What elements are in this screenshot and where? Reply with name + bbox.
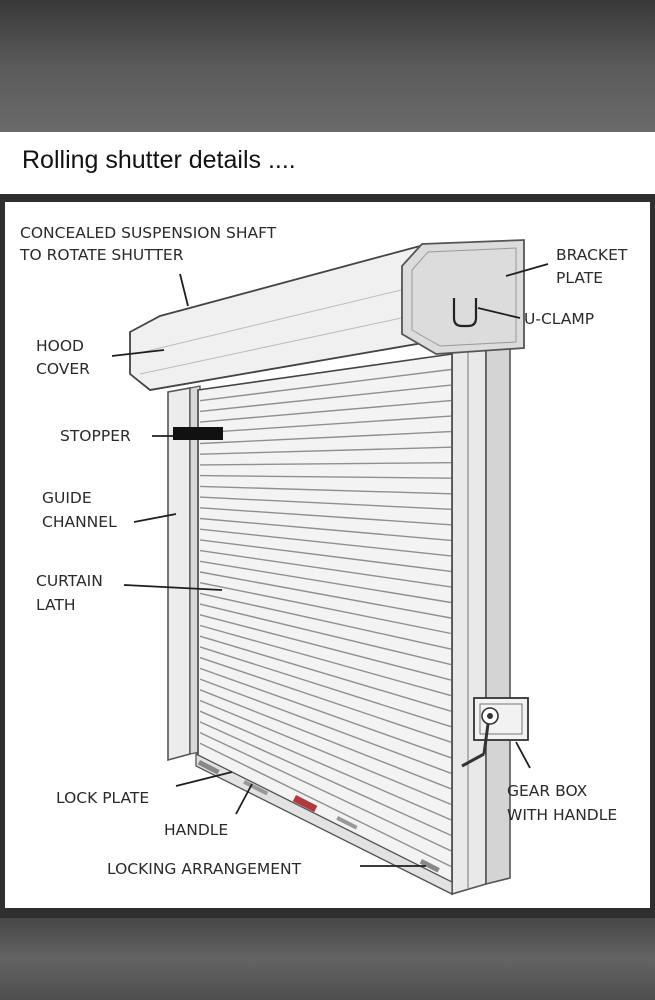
lath-slat-line [199,667,452,759]
label-shaft-line1: CONCEALED SUSPENSION SHAFT [20,224,277,242]
bottom-rail [195,752,453,896]
lath-slat-line [199,549,452,588]
label-shaft-line2: TO ROTATE SHUTTER [19,246,184,264]
label-curtain-line1: CURTAIN [36,572,103,590]
lath-slat-line [199,603,452,666]
lath-slat-line [199,656,452,743]
lath-slat-line [199,678,452,774]
u-clamp [452,298,478,328]
lath-slat-line [199,485,452,495]
post-caption: Rolling shutter details .... [22,146,296,174]
lath-slat-line [199,582,452,635]
gear-box [461,697,529,768]
lath-slat-line [199,624,452,697]
lath-slat-line [199,635,452,712]
lath-slat-line [199,560,452,604]
lath-slat-line [199,399,452,423]
leader-lines [111,263,549,867]
lath-slat-line [199,446,452,455]
label-bracket-line2: PLATE [556,269,603,287]
lath-slat-line [199,742,452,868]
label-guide-line1: GUIDE [42,489,92,507]
lath-slat-line [199,528,452,557]
top-blurred-band [0,0,655,132]
label-gearbox-line1: GEAR BOX [507,782,588,800]
left-guide-channel [167,385,201,762]
caption-bar [0,132,655,194]
label-hood-line2: COVER [36,360,90,378]
lath-slat-line [199,462,452,466]
curtain-lath-slats [199,368,452,868]
label-lock-plate: LOCK PLATE [56,789,149,807]
label-curtain-line2: LATH [36,596,76,614]
bottom-blurred-band [0,918,655,1000]
lath-slat-line [199,721,452,837]
lath-slat-line [199,731,452,852]
lath-slat-line [199,368,452,402]
label-handle: HANDLE [164,821,228,839]
label-hood-line1: HOOD [36,337,84,355]
lath-slat-line [199,384,452,413]
label-gearbox-line2: WITH HANDLE [507,806,617,824]
lath-slat-line [199,646,452,728]
lath-slat-line [199,592,452,650]
lath-slat-line [199,415,452,434]
label-locking-arrangement: LOCKING ARRANGEMENT [107,860,302,878]
right-guide-channel [451,339,511,896]
lath-slat-line [199,474,452,479]
lath-slat-line [199,517,452,542]
lath-slat-line [199,699,452,806]
lath-slat-line [199,507,452,526]
lath-slat-line [199,539,452,573]
lath-slat-line [199,710,452,821]
label-bracket-line1: BRACKET [556,246,628,264]
stopper [173,427,223,440]
lath-slat-line [199,689,452,790]
rolling-shutter-diagram: CONCEALED SUSPENSION SHAFT TO ROTATE SHU… [5,202,650,908]
lath-slat-line [199,614,452,681]
lath-slat-line [199,430,452,445]
handle-mark [292,795,318,813]
label-guide-line2: CHANNEL [42,513,117,531]
lath-slat-line [199,496,452,510]
bracket-plate [401,239,525,355]
label-stopper: STOPPER [60,427,131,445]
lath-slat-line [199,571,452,619]
label-u-clamp: U-CLAMP [524,310,594,328]
